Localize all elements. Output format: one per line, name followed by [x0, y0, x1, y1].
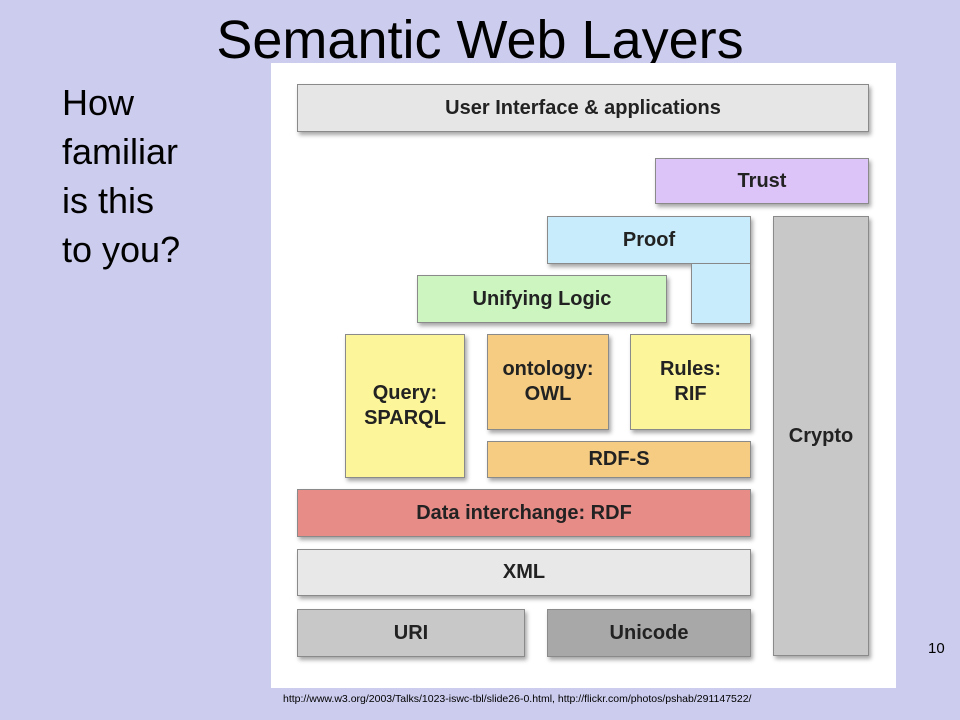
layer-query-sparql: Query: SPARQL [345, 334, 465, 478]
layer-trust: Trust [655, 158, 869, 204]
layer-label: User Interface & applications [445, 96, 721, 119]
layer-rules-rif: Rules: RIF [630, 334, 751, 430]
layer-label: Query: SPARQL [364, 382, 446, 429]
layer-label: Proof [622, 228, 676, 251]
layer-unicode: Unicode [547, 609, 751, 657]
layer-ontology-owl: ontology: OWL [487, 334, 609, 430]
page-number: 10 [928, 640, 945, 657]
layer-label: Unifying Logic [472, 287, 612, 310]
layer-crypto: Crypto [773, 216, 869, 656]
layer-label: ontology: OWL [502, 358, 594, 405]
layer-label: Data interchange: RDF [416, 501, 632, 524]
source-credit: http://www.w3.org/2003/Talks/1023-iswc-t… [283, 693, 752, 705]
layer-xml: XML [297, 549, 751, 596]
layer-label: Unicode [609, 621, 689, 644]
slide-question: How familiar is this to you? [62, 82, 181, 270]
layer-data-interchange-rdf: Data interchange: RDF [297, 489, 751, 537]
layer-proof-extension [691, 264, 751, 324]
semantic-web-layer-diagram: User Interface & applications Trust Proo… [271, 63, 896, 688]
layer-label: URI [393, 621, 429, 644]
slide-title: Semantic Web Layers [216, 10, 744, 70]
layer-label: XML [502, 561, 546, 583]
layer-label: Crypto [788, 424, 854, 447]
layer-uri: URI [297, 609, 525, 657]
layer-rdf-s: RDF-S [487, 441, 751, 478]
layer-label: Rules: RIF [659, 358, 722, 405]
layer-proof: Proof [547, 216, 751, 264]
layer-label: RDF-S [588, 448, 650, 470]
layer-unifying-logic: Unifying Logic [417, 275, 667, 323]
layer-label: Trust [737, 169, 787, 192]
layer-user-interface: User Interface & applications [297, 84, 869, 132]
